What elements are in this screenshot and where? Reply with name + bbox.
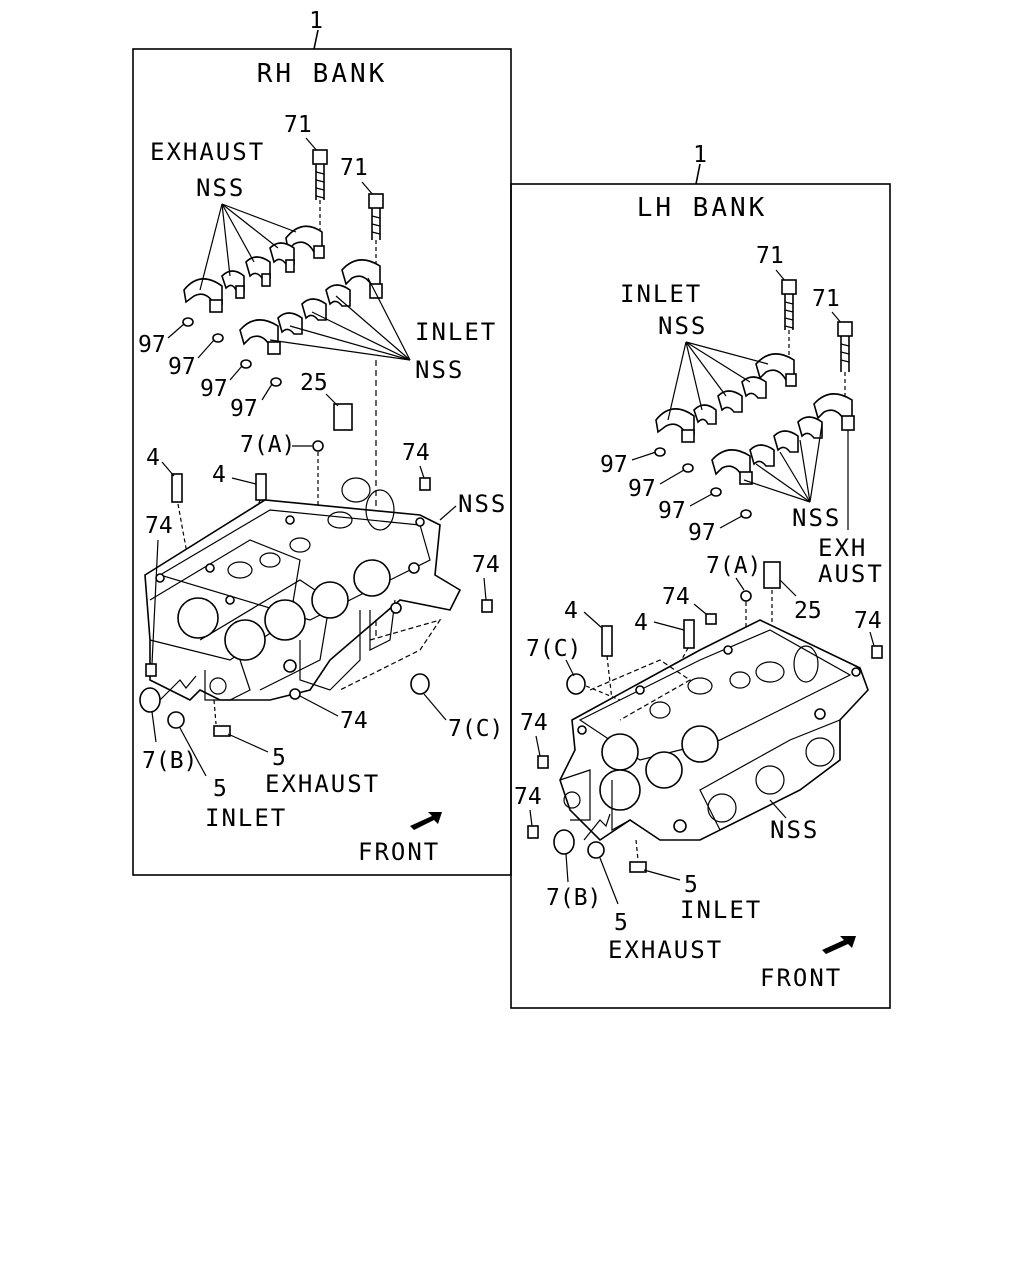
- lh-part-7a: 7(A): [706, 553, 761, 579]
- lh-part-5a: 5: [684, 872, 698, 898]
- rh-part-97d: 97: [230, 396, 258, 422]
- lh-dowel-4b: [683, 619, 695, 649]
- rh-label-inlet: INLET: [415, 318, 497, 346]
- lh-label-exhaust-bottom: EXHAUST: [608, 936, 723, 964]
- rh-label-inlet-bottom: INLET: [205, 804, 287, 832]
- lh-part-74c: 74: [520, 710, 548, 736]
- lh-camshaft-caps-exhaust: [711, 393, 855, 485]
- lh-cylinder-head: [559, 619, 869, 842]
- rh-part-97c: 97: [200, 376, 228, 402]
- lh-part-71a: 71: [756, 243, 784, 269]
- rh-part-7c: 7(C): [448, 716, 503, 742]
- rh-label-nss-top: NSS: [196, 174, 245, 202]
- lh-part-97a: 97: [600, 452, 628, 478]
- lh-nss-leaders: [667, 341, 823, 503]
- lh-label-exh: EXH: [818, 534, 867, 562]
- rh-label-nss-right: NSS: [458, 490, 507, 518]
- lh-washers-97: [631, 447, 752, 529]
- rh-label-nss-mid: NSS: [415, 356, 464, 384]
- lh-bolt-71a: [775, 269, 797, 370]
- rh-part-4a: 4: [146, 445, 160, 471]
- lh-callout-1: 1: [693, 142, 707, 168]
- lh-part-7c: 7(C): [526, 636, 581, 662]
- rh-dowel-4a: [171, 473, 183, 503]
- rh-callout-1: 1: [309, 8, 323, 34]
- lh-part-4a: 4: [564, 598, 578, 624]
- lh-label-nss-top: NSS: [658, 312, 707, 340]
- rh-nss-leaders: [199, 203, 411, 361]
- lh-part-5b: 5: [614, 910, 628, 936]
- rh-part-74d: 74: [340, 708, 368, 734]
- lh-label-nss-mid: NSS: [792, 504, 841, 532]
- lh-front-arrow-icon: [822, 936, 856, 954]
- rh-bank-panel: 1 RH BANK EXHAUST NSS INLET NSS NSS EXHA…: [132, 8, 512, 876]
- rh-camshaft-caps-exhaust: [183, 225, 325, 313]
- lh-part-97b: 97: [628, 476, 656, 502]
- lh-plug-7a: [740, 590, 752, 602]
- rh-washers-97: [167, 317, 282, 401]
- rh-label-exhaust-top: EXHAUST: [150, 138, 265, 166]
- lh-part-4b: 4: [634, 610, 648, 636]
- rh-dowel-4b: [255, 473, 267, 501]
- rh-part-97a: 97: [138, 332, 166, 358]
- rh-part-74a: 74: [402, 440, 430, 466]
- rh-part-74c: 74: [472, 552, 500, 578]
- rh-screws-74: [145, 465, 493, 717]
- rh-part-25: 25: [300, 370, 328, 396]
- lh-part-97d: 97: [688, 520, 716, 546]
- lh-dowel-4a: [601, 625, 613, 657]
- rh-cylinder-head: [144, 477, 462, 701]
- lh-part-71b: 71: [812, 286, 840, 312]
- lh-label-front: FRONT: [760, 964, 842, 992]
- rh-bolt-71a: [305, 137, 328, 238]
- lh-screws-74: [527, 603, 883, 839]
- lh-camshaft-caps-inlet: [655, 353, 797, 443]
- lh-part-74d: 74: [514, 784, 542, 810]
- rh-label-exhaust-bottom: EXHAUST: [265, 770, 380, 798]
- rh-part-7b: 7(B): [142, 748, 197, 774]
- rh-front-arrow-icon: [410, 812, 442, 830]
- lh-part-74a: 74: [662, 584, 690, 610]
- rh-label-front: FRONT: [358, 838, 440, 866]
- lh-part-25: 25: [794, 598, 822, 624]
- rh-part-5b: 5: [213, 776, 227, 802]
- lh-plugs-and-seals: [553, 659, 787, 905]
- rh-part-71b: 71: [340, 155, 368, 181]
- rh-plug-7a: [312, 440, 324, 452]
- lh-label-nss-bottom: NSS: [770, 816, 819, 844]
- lh-label-inlet-top: INLET: [620, 280, 702, 308]
- rh-plugs-and-seals: [139, 673, 447, 777]
- lh-part-25-sleeve: [763, 561, 781, 589]
- rh-part-4b: 4: [212, 462, 226, 488]
- rh-part-97b: 97: [168, 354, 196, 380]
- rh-part-71a: 71: [284, 112, 312, 138]
- lh-label-inlet-bottom: INLET: [680, 896, 762, 924]
- lh-bank-panel: 1 LH BANK INLET NSS NSS EXH AUST NSS INL…: [510, 142, 891, 1009]
- lh-bank-title: LH BANK: [637, 193, 768, 223]
- rh-part-25-sleeve: [333, 403, 353, 431]
- lh-label-aust: AUST: [818, 560, 884, 588]
- lh-part-97c: 97: [658, 498, 686, 524]
- lh-bolt-71b: [831, 311, 853, 530]
- rh-bank-title: RH BANK: [257, 59, 388, 89]
- lh-part-74b: 74: [854, 608, 882, 634]
- lh-bank-frame: [510, 183, 891, 1009]
- rh-part-5a: 5: [272, 745, 286, 771]
- rh-part-74b: 74: [145, 513, 173, 539]
- lh-part-7b: 7(B): [546, 885, 601, 911]
- rh-part-7a: 7(A): [240, 432, 295, 458]
- rh-camshaft-caps-inlet: [239, 259, 383, 355]
